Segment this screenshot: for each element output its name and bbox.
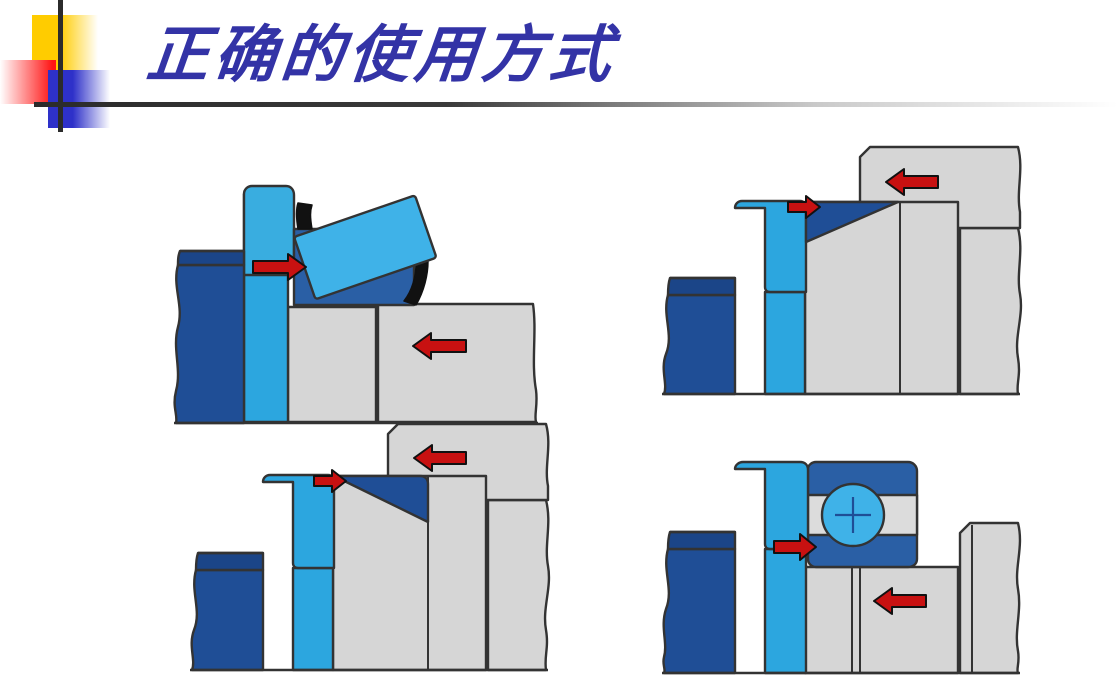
vertical-rule: [58, 0, 63, 132]
shaft: [173, 263, 246, 425]
arrow-inner-ring-push-right: [313, 469, 347, 493]
tapered-wedge: [332, 474, 430, 524]
housing-right: [958, 226, 1023, 396]
arrow-inner-ring-push-right: [773, 533, 817, 561]
inner-ring-bore: [763, 547, 808, 675]
mounting-sleeve-outer: [376, 302, 538, 424]
shaft: [662, 293, 737, 396]
shaft-top-band: [666, 530, 737, 551]
figure-1-tapered-roller-bearing-mounting: [148, 157, 548, 432]
shaft-top-band: [176, 249, 246, 267]
arrow-tool-push-left: [413, 444, 467, 472]
arrow-tool-push-left: [885, 168, 939, 196]
arrow-inner-ring-push-right: [787, 195, 821, 219]
inner-ring-flange: [242, 184, 296, 277]
inner-ring-bore: [291, 566, 335, 672]
arrow-tool-push-left: [873, 587, 927, 615]
shaft-top-band: [666, 276, 737, 297]
shaft-top-band: [194, 551, 265, 572]
page-title: 正确的使用方式: [143, 22, 620, 90]
inner-ring-flange: [261, 473, 336, 570]
shaft: [190, 568, 265, 672]
inner-ring-flange: [733, 199, 808, 294]
red-square-icon: [0, 60, 56, 104]
horizontal-rule: [34, 102, 1118, 107]
tapered-wedge: [804, 200, 900, 244]
center-crosshair-icon: [835, 497, 871, 533]
shaft: [662, 547, 737, 675]
figure-3-tapered-sleeve-mounting-outer-taper: [148, 422, 568, 692]
arrow-tool-push-left: [412, 332, 467, 360]
figure-4-deep-groove-ball-bearing-mounting: [620, 437, 1040, 687]
mounting-sleeve-inner: [286, 305, 378, 424]
housing-right: [958, 521, 1022, 675]
housing-right: [486, 498, 551, 672]
figure-2-tapered-sleeve-mounting-inner-taper: [620, 132, 1040, 412]
figure-grid: [0, 132, 1118, 691]
mounting-sleeve-body: [803, 565, 960, 675]
arrow-inner-ring-push-right: [252, 253, 307, 281]
inner-ring-bore: [763, 290, 807, 396]
inner-ring-flange: [733, 460, 810, 551]
cage-bracket-left: [295, 202, 313, 230]
slide-header: 正确的使用方式: [0, 0, 1118, 132]
